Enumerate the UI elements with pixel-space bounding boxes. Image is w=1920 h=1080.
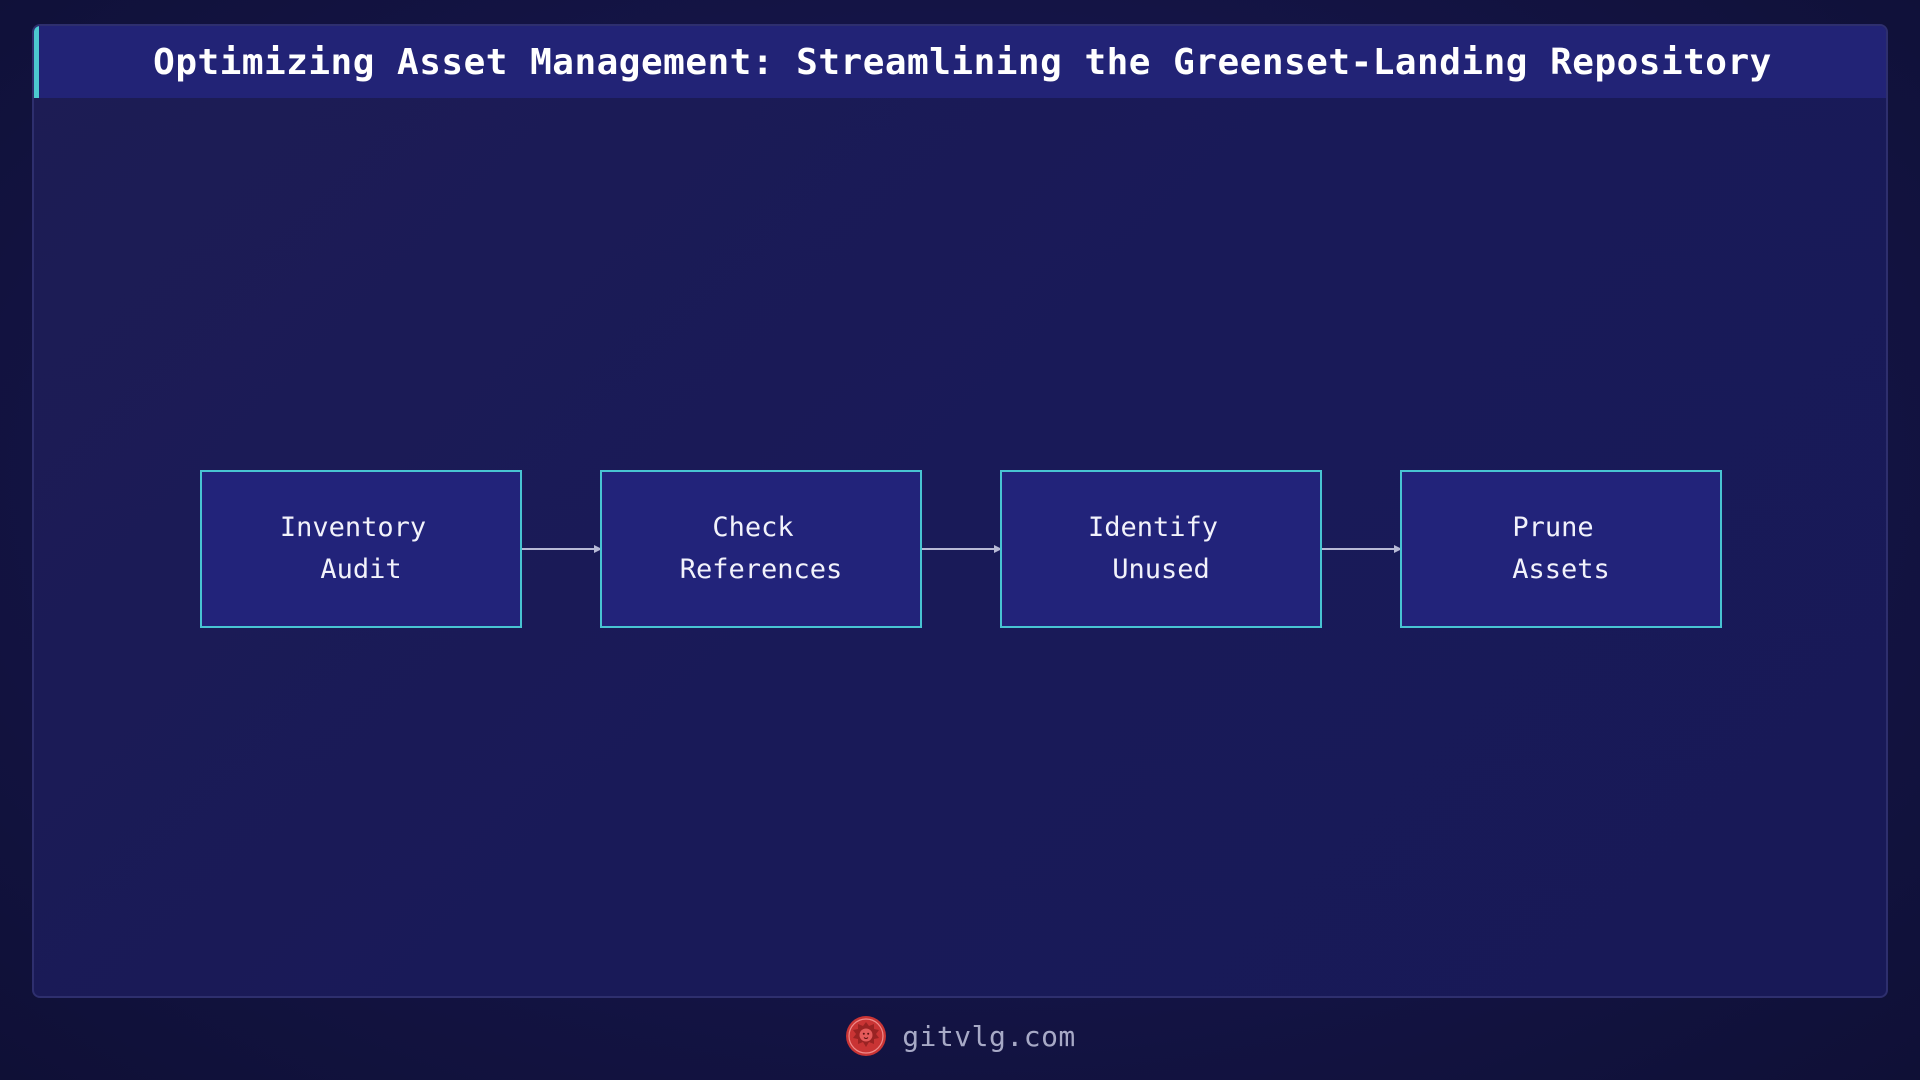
flow-arrow [522, 545, 602, 553]
step-label-line2: Unused [1112, 554, 1210, 585]
flow-arrow [1322, 545, 1402, 553]
step-label-line1: Inventory [279, 512, 427, 543]
process-flow: Inventory Audit Check References Identif… [34, 26, 1886, 996]
step-label-line2: References [679, 554, 843, 585]
step-label-line1: Check [712, 512, 794, 543]
footer: gitvlg.com [0, 1012, 1920, 1060]
step-label-line2: Audit [320, 554, 402, 585]
title-bar: Optimizing Asset Management: Streamlinin… [34, 26, 1886, 98]
step-label-line1: Identify [1087, 512, 1219, 543]
flow-arrow [922, 545, 1002, 553]
step-label-line2: Assets [1512, 554, 1610, 585]
step-check-references: Check References [600, 470, 922, 628]
footer-site-link[interactable]: gitvlg.com [902, 1019, 1076, 1053]
diagram-card: Optimizing Asset Management: Streamlinin… [32, 24, 1888, 998]
diagram-title: Optimizing Asset Management: Streamlinin… [153, 41, 1772, 83]
step-inventory-audit: Inventory Audit [200, 470, 522, 628]
step-prune-assets: Prune Assets [1400, 470, 1722, 628]
lion-emblem-icon [846, 1016, 887, 1056]
step-identify-unused: Identify Unused [1000, 470, 1322, 628]
step-label-line1: Prune [1512, 512, 1594, 543]
